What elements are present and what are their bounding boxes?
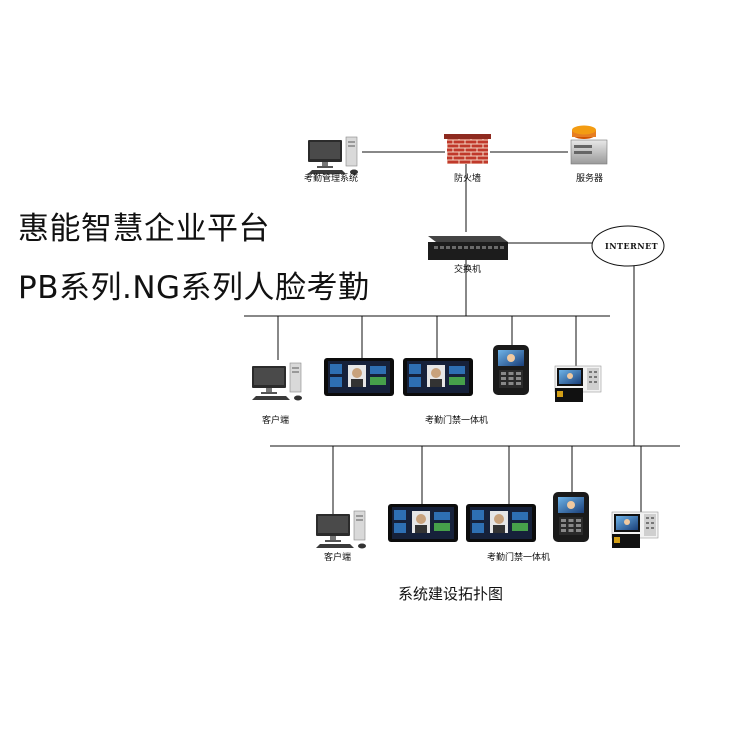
intercom-icon [554,365,602,403]
server-label: 服务器 [576,174,604,184]
face-terminal-icon [388,504,458,542]
client-computer-icon [251,362,303,401]
client-computer-icon [315,510,367,549]
client-label-2: 客户端 [324,553,352,563]
network-switch-icon [428,236,508,260]
devices-label-1: 考勤门禁一体机 [425,416,489,426]
connection-lines [244,151,680,514]
title-line-2: PB系列.NG系列人脸考勤 [18,270,370,306]
attendance-system-label: 考勤管理系统 [304,174,359,184]
face-terminal-icon [466,504,536,542]
face-terminal-icon [324,358,394,396]
devices-label-2: 考勤门禁一体机 [487,553,551,563]
switch-label: 交换机 [454,265,482,275]
diagram-caption: 系统建设拓扑图 [398,585,504,603]
server-icon [570,125,608,165]
attendance-system-computer-icon [307,136,359,175]
internet-cloud-icon [591,225,665,267]
access-reader-icon [493,345,529,395]
title-line-1: 惠能智慧企业平台 [18,211,270,247]
access-reader-icon [553,492,589,542]
firewall-label: 防火墙 [454,174,482,184]
firewall-icon [444,134,491,164]
intercom-icon [611,511,659,549]
face-terminal-icon [403,358,473,396]
internet-label: INTERNET [605,241,659,251]
client-label-1: 客户端 [262,416,290,426]
